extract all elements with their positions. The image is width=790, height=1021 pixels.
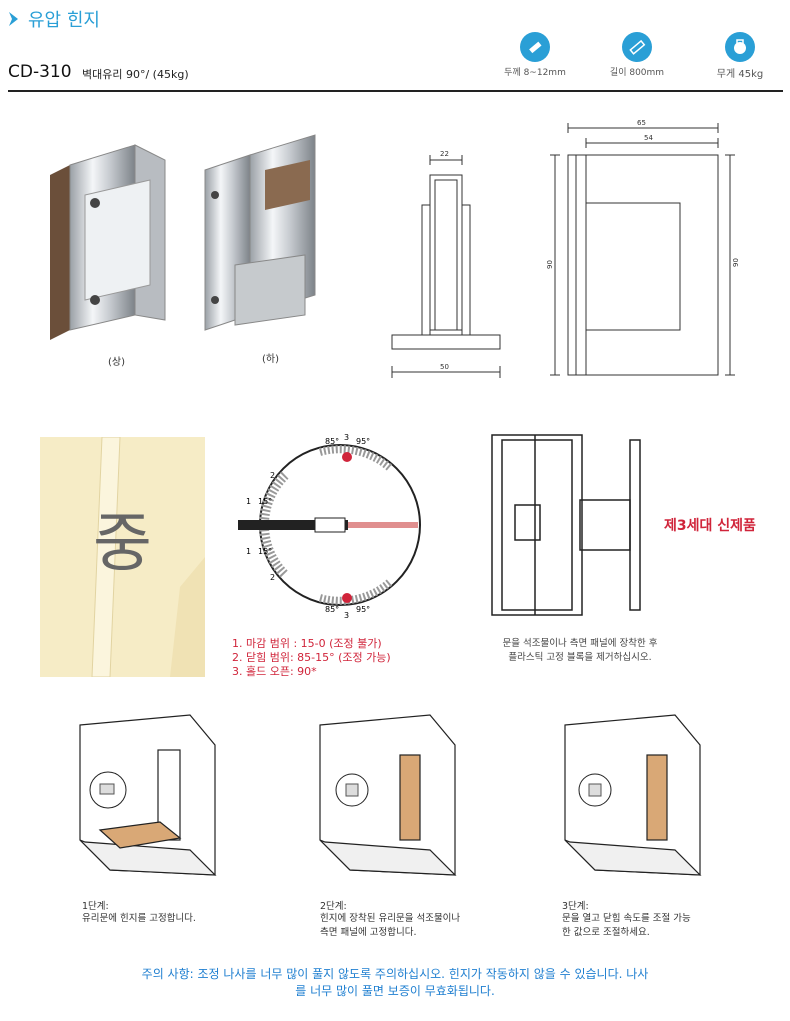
dial-3-bottom: 3 bbox=[344, 611, 349, 620]
dial-95-top: 95° bbox=[356, 437, 370, 446]
model-description: 벽대유리 90°/ (45kg) bbox=[82, 68, 189, 81]
spec-weight: 무게 45kg bbox=[700, 32, 780, 80]
dial-1-top: 1 bbox=[246, 497, 251, 506]
dim-90-left: 90 bbox=[546, 260, 554, 269]
chevron-right-icon bbox=[9, 12, 18, 26]
weight-icon bbox=[725, 32, 755, 62]
range-item-2: 2. 닫힘 범위: 85-15° (조정 가능) bbox=[232, 651, 391, 664]
step-3-line-1: 문을 열고 닫힘 속도를 조절 가능 bbox=[562, 913, 691, 924]
photo-caption-top: (상) bbox=[108, 357, 126, 368]
section-title-text: 유압 힌지 bbox=[28, 10, 100, 31]
dim-90-right: 90 bbox=[732, 258, 740, 267]
dial-85-bottom: 85° bbox=[325, 605, 339, 614]
dial-1-bottom: 1 bbox=[246, 547, 251, 556]
step-3: 3단계: 문을 열고 닫힘 속도를 조절 가능 한 값으로 조절하세요. bbox=[562, 898, 762, 940]
closing-range-dial: 85° 3 95° 2 1 15° 1 15° 2 85° 3 95° bbox=[238, 433, 421, 620]
model-code: CD-310 bbox=[8, 62, 72, 82]
section-title: 유압 힌지 bbox=[8, 6, 100, 32]
thickness-icon bbox=[520, 32, 550, 62]
hinge-photos bbox=[50, 134, 316, 340]
ruler-icon bbox=[622, 32, 652, 62]
dial-2-bottom: 2 bbox=[270, 573, 275, 582]
step-2-line-2: 측면 패널에 고정합니다. bbox=[320, 927, 417, 938]
install-note: 문을 석조물이나 측면 패널에 장착한 후 플라스틱 고정 블록을 제거하십시오… bbox=[470, 637, 690, 665]
step-1-line-1: 유리문에 힌지를 고정합니다. bbox=[82, 913, 196, 924]
step-3-title: 3단계: bbox=[562, 901, 589, 912]
front-dimension-drawing: 65 54 90 90 bbox=[546, 119, 740, 376]
warning-note: 주의 사항: 조정 나사를 너무 많이 풀지 않도록 주의하십시오. 힌지가 작… bbox=[20, 966, 770, 1000]
range-list: 1. 마감 범위 : 15-0 (조정 불가) 2. 닫힘 범위: 85-15°… bbox=[232, 637, 391, 679]
side-dimension-drawing: 22 50 bbox=[391, 150, 501, 378]
dial-95-bottom: 95° bbox=[356, 605, 370, 614]
hinge-section-drawing bbox=[491, 434, 641, 616]
step-1-illustration bbox=[79, 714, 217, 876]
hinge-top-view bbox=[50, 144, 166, 340]
install-note-line-2: 플라스틱 고정 블록을 제거하십시오. bbox=[508, 652, 652, 663]
step-1-title: 1단계: bbox=[82, 901, 109, 912]
warning-line-2: 를 너무 많이 풀면 보증이 무효화됩니다. bbox=[295, 984, 495, 998]
step-2-title: 2단계: bbox=[320, 901, 347, 912]
dial-15-bottom: 15° bbox=[258, 547, 272, 556]
middle-closeup-panel: 중 bbox=[40, 437, 205, 677]
center-label: 중 bbox=[93, 507, 152, 581]
spec-length: 길이 800mm bbox=[602, 32, 672, 78]
model-row: CD-310 벽대유리 90°/ (45kg) bbox=[8, 60, 783, 92]
step-2: 2단계: 힌지에 장착된 유리문을 석조물이나 측면 패널에 고정합니다. bbox=[320, 898, 530, 940]
spec-thickness: 두께 8~12mm bbox=[500, 32, 570, 78]
photo-caption-bottom: (하) bbox=[262, 354, 280, 365]
step-3-illustration bbox=[564, 714, 702, 876]
dim-65: 65 bbox=[637, 119, 646, 127]
install-note-line-1: 문을 석조물이나 측면 패널에 장착한 후 bbox=[502, 638, 658, 649]
dial-2-top: 2 bbox=[270, 471, 275, 480]
new-product-label: 제3세대 신제품 bbox=[664, 518, 756, 534]
step-3-line-2: 한 값으로 조절하세요. bbox=[562, 927, 650, 938]
dim-50: 50 bbox=[440, 363, 449, 371]
dial-15-top: 15° bbox=[258, 497, 272, 506]
dim-54: 54 bbox=[644, 134, 653, 142]
step-2-illustration bbox=[319, 714, 457, 876]
step-2-line-1: 힌지에 장착된 유리문을 석조물이나 bbox=[320, 913, 461, 924]
spec-weight-label: 무게 45kg bbox=[716, 69, 764, 80]
step-1: 1단계: 유리문에 힌지를 고정합니다. bbox=[82, 898, 282, 926]
dim-22: 22 bbox=[440, 150, 449, 158]
dial-3-top: 3 bbox=[344, 433, 349, 442]
hinge-bottom-view bbox=[204, 134, 316, 331]
range-item-3: 3. 홀드 오픈: 90* bbox=[232, 665, 317, 678]
range-item-1: 1. 마감 범위 : 15-0 (조정 불가) bbox=[232, 637, 382, 650]
spec-thickness-label: 두께 8~12mm bbox=[504, 68, 566, 78]
spec-length-label: 길이 800mm bbox=[609, 68, 665, 78]
dial-85-top: 85° bbox=[325, 437, 339, 446]
warning-line-1: 주의 사항: 조정 나사를 너무 많이 풀지 않도록 주의하십시오. 힌지가 작… bbox=[141, 967, 649, 981]
